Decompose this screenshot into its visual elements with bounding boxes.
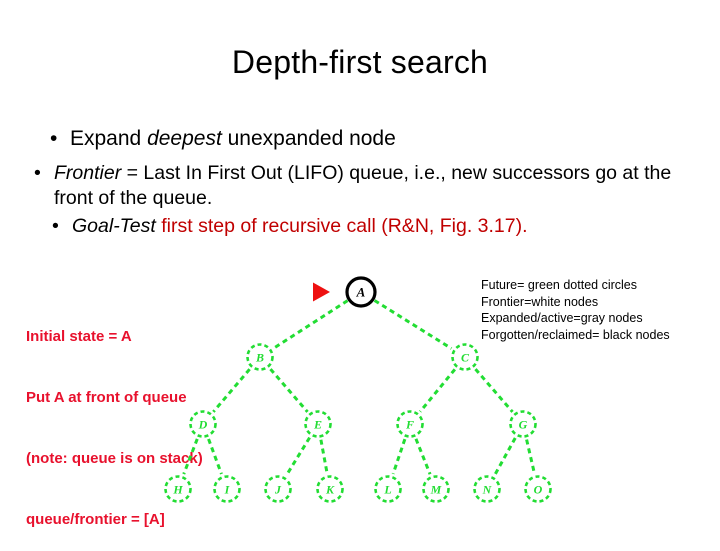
bullet-text-part: Expand bbox=[70, 127, 148, 150]
bullet-text: Goal-Test first step of recursive call (… bbox=[72, 214, 690, 238]
state-note-line: queue/frontier = [A] bbox=[26, 511, 165, 529]
tree-edge-E-J bbox=[285, 436, 311, 477]
tree-node-label: G bbox=[519, 418, 528, 432]
tree-node-b[interactable]: B bbox=[246, 343, 274, 371]
tree-edge-A-C bbox=[373, 299, 453, 350]
tree-node-o[interactable]: O bbox=[524, 475, 552, 503]
tree-edge-C-F bbox=[418, 368, 457, 413]
tree-node-label: L bbox=[383, 483, 391, 497]
bullet-marker: • bbox=[34, 162, 41, 185]
tree-node-label: A bbox=[356, 285, 366, 300]
tree-edge-C-G bbox=[474, 368, 514, 413]
tree-node-circle bbox=[396, 410, 424, 438]
legend-item-expanded: Expanded/active=gray nodes bbox=[481, 311, 643, 326]
tree-node-circle bbox=[422, 475, 450, 503]
tree-edge-F-L bbox=[391, 438, 407, 475]
tree-node-e[interactable]: E bbox=[304, 410, 332, 438]
tree-node-circle bbox=[509, 410, 537, 438]
legend: Future= green dotted circles Frontier=wh… bbox=[481, 277, 670, 344]
tree-node-k[interactable]: K bbox=[316, 475, 344, 503]
tree-node-label: B bbox=[255, 351, 264, 365]
tree-node-label: C bbox=[461, 351, 470, 365]
tree-node-label: F bbox=[405, 418, 414, 432]
state-note-line: Put A at front of queue bbox=[26, 388, 187, 406]
tree-edge-G-O bbox=[525, 439, 536, 474]
page-title: Depth-first search bbox=[231, 44, 489, 80]
tree-node-circle bbox=[213, 475, 241, 503]
state-note-line: (note: queue is on stack) bbox=[26, 450, 203, 468]
tree-node-f[interactable]: F bbox=[396, 410, 424, 438]
bullet-marker: • bbox=[52, 215, 59, 237]
tree-edge-B-E bbox=[269, 368, 309, 413]
tree-edge-E-K bbox=[319, 439, 329, 474]
tree-node-label: J bbox=[274, 483, 282, 497]
tree-node-label: E bbox=[313, 418, 322, 432]
tree-node-circle bbox=[264, 475, 292, 503]
bullet-text: Expand deepest unexpanded node bbox=[70, 126, 690, 152]
bullet-text-part: unexpanded node bbox=[221, 127, 396, 150]
tree-edge-D-I bbox=[207, 438, 223, 475]
tree-node-label: I bbox=[224, 483, 231, 497]
tree-edge-A-B bbox=[272, 299, 349, 350]
bullet-text-part-red: first step of recursive call (R&N, Fig. … bbox=[155, 215, 528, 237]
tree-edge-F-M bbox=[414, 438, 432, 475]
pointer-triangle-icon bbox=[313, 282, 330, 302]
bullet-item-goal-test: • Goal-Test first step of recursive call… bbox=[52, 214, 690, 238]
bullet-text: Frontier = Last In First Out (LIFO) queu… bbox=[54, 161, 690, 210]
tree-edge-G-N bbox=[493, 437, 517, 476]
bullet-list: • Expand deepest unexpanded node • Front… bbox=[34, 126, 690, 238]
tree-node-l[interactable]: L bbox=[374, 475, 402, 503]
tree-node-label: M bbox=[430, 483, 442, 497]
bullet-text-part-italic: deepest bbox=[147, 127, 222, 150]
tree-node-label: K bbox=[325, 483, 335, 497]
tree-node-i[interactable]: I bbox=[213, 475, 241, 503]
legend-item-forgotten: Forgotten/reclaimed= black nodes bbox=[481, 327, 670, 342]
tree-edge-B-D bbox=[212, 368, 251, 413]
tree-node-circle bbox=[304, 410, 332, 438]
tree-node-label: O bbox=[534, 483, 543, 497]
bullet-item-frontier-lifo: • Frontier = Last In First Out (LIFO) qu… bbox=[34, 161, 690, 210]
bullet-text-part-italic: Frontier bbox=[54, 162, 122, 185]
tree-node-circle bbox=[451, 343, 479, 371]
legend-item-frontier: Frontier=white nodes bbox=[481, 294, 599, 309]
tree-node-a[interactable]: A bbox=[345, 276, 377, 308]
tree-node-circle bbox=[345, 276, 377, 308]
tree-node-circle bbox=[246, 343, 274, 371]
bullet-marker: • bbox=[50, 127, 58, 150]
bullet-item-expand-deepest: • Expand deepest unexpanded node bbox=[50, 126, 690, 152]
tree-node-circle bbox=[374, 475, 402, 503]
tree-node-g[interactable]: G bbox=[509, 410, 537, 438]
tree-node-circle bbox=[473, 475, 501, 503]
initial-state-annotation: Initial state = A Put A at front of queu… bbox=[26, 286, 203, 551]
tree-node-n[interactable]: N bbox=[473, 475, 501, 503]
legend-item-future: Future= green dotted circles bbox=[481, 278, 637, 292]
tree-node-c[interactable]: C bbox=[451, 343, 479, 371]
bullet-text-part-italic: Goal-Test bbox=[72, 215, 156, 237]
tree-node-label: N bbox=[482, 483, 493, 497]
bullet-text-part: = Last In First Out (LIFO) queue, i.e., … bbox=[54, 162, 672, 209]
current-node-pointer bbox=[313, 282, 330, 302]
tree-node-m[interactable]: M bbox=[422, 475, 450, 503]
tree-node-circle bbox=[524, 475, 552, 503]
tree-node-j[interactable]: J bbox=[264, 475, 292, 503]
tree-node-circle bbox=[316, 475, 344, 503]
state-note-line: Initial state = A bbox=[26, 327, 132, 345]
